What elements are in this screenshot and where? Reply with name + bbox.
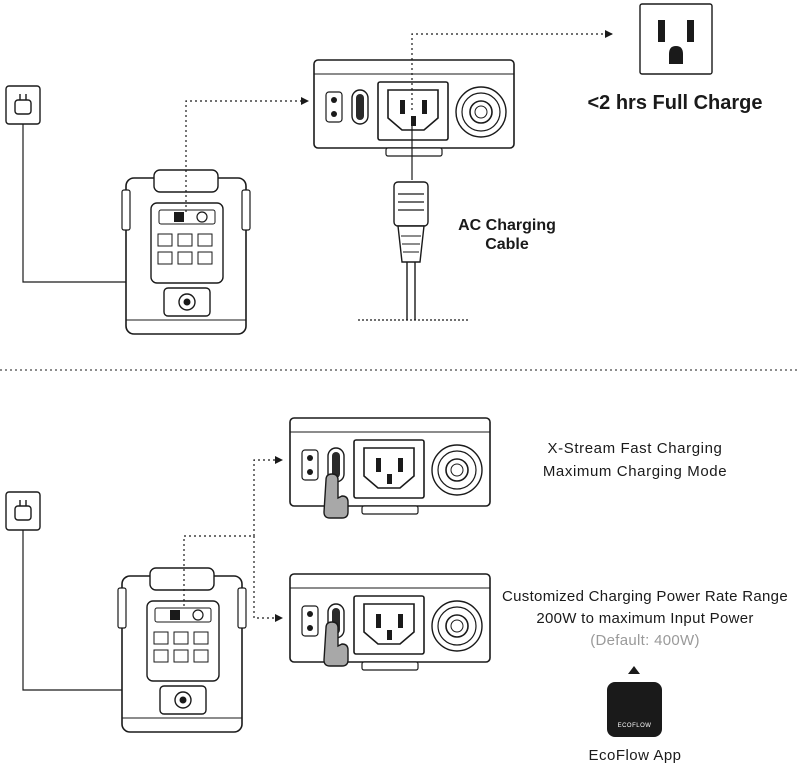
ac-input-panel-icon-xstream [289, 417, 491, 519]
custom-mode-label: Customized Charging Power Rate Range 200… [486, 586, 799, 652]
connection-line-top [185, 97, 309, 212]
custom-default: (Default: 400W) [590, 632, 700, 649]
connection-line-bottom-2 [253, 536, 283, 622]
power-cord-top [22, 124, 176, 283]
wall-plug-icon-top [5, 85, 41, 125]
ac-cable-connector-icon [393, 181, 429, 320]
wall-plug-icon-bottom [5, 491, 41, 531]
power-cord-bottom [22, 530, 170, 691]
power-station-icon-top [121, 169, 251, 335]
xstream-line2: Maximum Charging Mode [542, 463, 728, 480]
ac-input-panel-icon-top [313, 59, 515, 157]
ecoflow-app-icon[interactable]: ECOFLOW [607, 682, 662, 737]
custom-line2: 200W to maximum Input Power [536, 610, 754, 627]
custom-line1: Customized Charging Power Rate Range [502, 588, 788, 605]
us-wall-outlet-icon [639, 3, 713, 75]
ac-input-panel-icon-custom [289, 573, 491, 671]
ac-cable-label-line1: AC Charging [458, 217, 556, 234]
connection-line-outlet [411, 30, 613, 110]
app-icon-text: ECOFLOW [617, 723, 652, 729]
full-charge-label: <2 hrs Full Charge [587, 92, 763, 114]
power-station-icon-bottom [117, 567, 247, 733]
xstream-mode-label: X-Stream Fast Charging Maximum Charging … [520, 437, 750, 483]
triangle-up-icon [628, 666, 640, 674]
app-name-label: EcoFlow App [588, 747, 682, 764]
ac-cable-label: AC Charging Cable [432, 216, 582, 254]
xstream-line1: X-Stream Fast Charging [547, 440, 723, 457]
ac-cable-label-line2: Cable [485, 236, 529, 253]
